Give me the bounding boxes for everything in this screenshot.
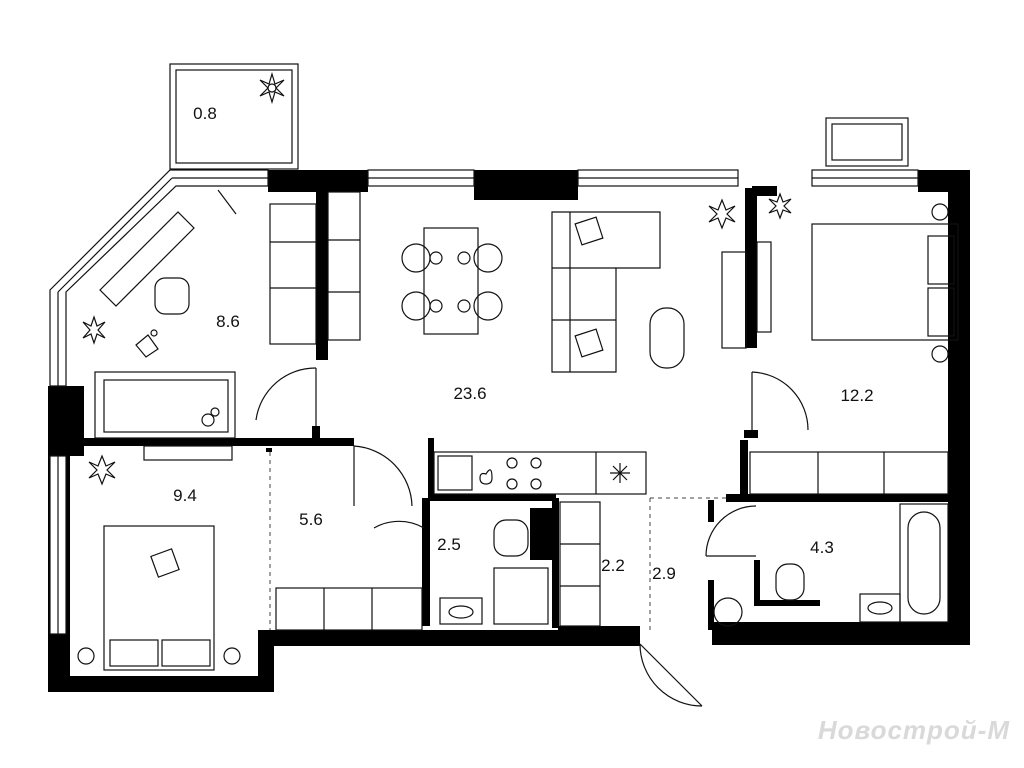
kitchen bbox=[433, 451, 647, 495]
area-label-hall-west: 5.6 bbox=[299, 510, 323, 529]
area-label-corridor: 2.2 bbox=[601, 556, 625, 575]
area-label-bathroom-small: 2.5 bbox=[437, 535, 461, 554]
walls bbox=[48, 170, 970, 692]
plant-icon bbox=[259, 71, 285, 105]
plant-icon bbox=[82, 315, 106, 345]
area-label-bedroom-west: 9.4 bbox=[173, 486, 197, 505]
watermark: Новострой-М bbox=[817, 715, 1010, 745]
bedroom-west-furniture bbox=[77, 445, 241, 671]
bathroom-east-fixtures bbox=[713, 503, 949, 627]
doors bbox=[217, 189, 809, 707]
area-label-balcony: 0.8 bbox=[193, 104, 217, 123]
bedroom-east-furniture bbox=[749, 192, 959, 495]
area-label-bedroom-east: 12.2 bbox=[840, 386, 874, 405]
toy-icon bbox=[201, 407, 220, 427]
plant-icon bbox=[708, 198, 736, 230]
study-wardrobe bbox=[269, 191, 361, 345]
bathroom-small-fixtures bbox=[439, 519, 549, 625]
toys-icon bbox=[135, 329, 159, 358]
balcony bbox=[169, 63, 299, 170]
area-label-living-kitchen: 23.6 bbox=[453, 384, 487, 403]
area-label-entrance-hall: 2.9 bbox=[652, 564, 676, 583]
windows bbox=[49, 117, 919, 635]
plant-icon bbox=[768, 192, 792, 220]
zone-dividers bbox=[269, 452, 726, 630]
area-label-bathroom-east: 4.3 bbox=[810, 538, 834, 557]
living-furniture bbox=[401, 198, 747, 373]
study-furniture bbox=[82, 211, 236, 439]
fan-icon bbox=[610, 463, 630, 483]
plant-icon bbox=[88, 454, 116, 486]
hall-storage bbox=[275, 501, 601, 631]
area-label-study: 8.6 bbox=[216, 312, 240, 331]
